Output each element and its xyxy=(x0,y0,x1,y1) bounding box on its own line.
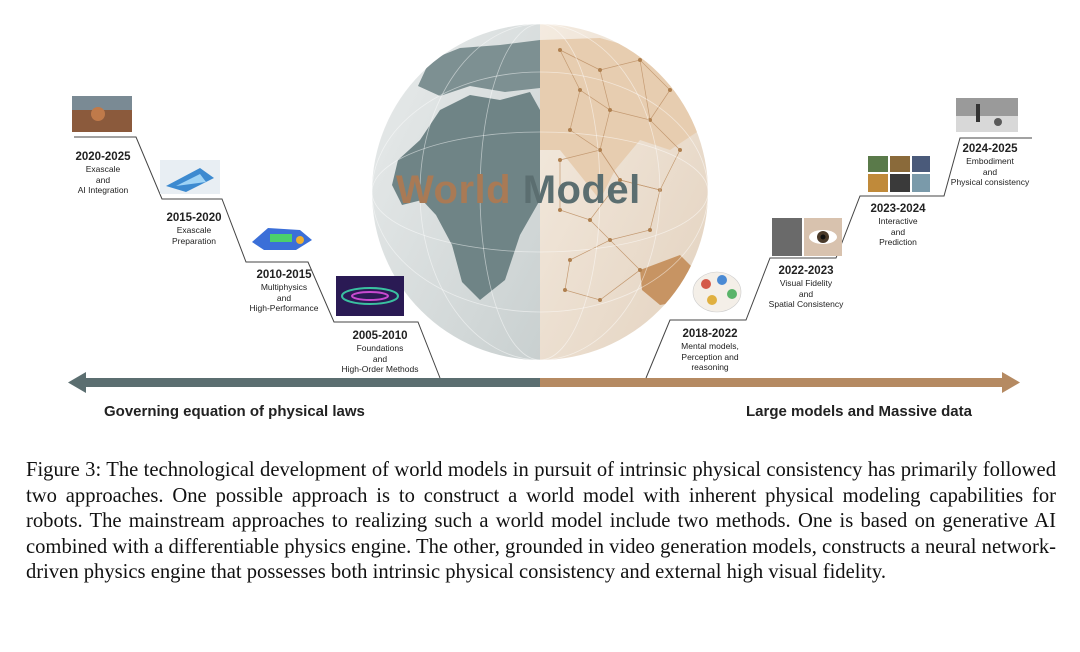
title-right-word: Model xyxy=(522,168,641,212)
thumb-photo-grid xyxy=(868,156,930,192)
stage-desc: Multiphysics and High-Performance xyxy=(249,282,319,313)
stage-2022-2023: 2022-2023 Visual Fidelity and Spatial Co… xyxy=(756,264,856,310)
thumb-robot-arm xyxy=(72,96,132,132)
thumb-robot-workspace xyxy=(956,98,1018,132)
stage-year: 2020-2025 xyxy=(75,151,131,163)
stage-desc: Exascale Preparation xyxy=(172,225,216,246)
meridians xyxy=(372,24,708,360)
stage-2024-2025: 2024-2025 Embodiment and Physical consis… xyxy=(938,142,1042,188)
stage-2018-2022: 2018-2022 Mental models, Perception and … xyxy=(665,327,755,373)
stage-2020-2025: 2020-2025 Exascale and AI Integration xyxy=(58,150,148,196)
thumb-field-plot xyxy=(336,276,404,316)
thumb-eye-closeup xyxy=(772,218,842,256)
stage-2015-2020: 2015-2020 Exascale Preparation xyxy=(148,211,240,246)
stage-2023-2024: 2023-2024 Interactive and Prediction xyxy=(856,202,940,248)
thumb-simulation-car xyxy=(160,160,220,194)
stage-desc: Interactive and Prediction xyxy=(878,216,918,247)
stage-year: 2005-2010 xyxy=(352,330,408,342)
thumb-mental-model xyxy=(692,271,742,313)
arrow-left-shaft xyxy=(82,378,540,387)
stage-year: 2018-2022 xyxy=(682,328,738,340)
stage-desc: Foundations and High-Order Methods xyxy=(341,343,419,374)
network-nodes xyxy=(558,48,682,302)
diagram-graphics xyxy=(68,24,1032,393)
arrow-right-head xyxy=(1002,372,1020,393)
right-staircase xyxy=(645,137,1032,379)
stage-desc: Visual Fidelity and Spatial Consistency xyxy=(768,278,844,309)
stage-desc: Embodiment and Physical consistency xyxy=(950,156,1030,187)
left-staircase xyxy=(74,136,441,379)
left-approach-label: Governing equation of physical laws xyxy=(104,403,365,420)
stage-year: 2010-2015 xyxy=(256,269,312,281)
figure-caption: Figure 3: The technological development … xyxy=(26,459,1056,584)
stage-desc: Exascale and AI Integration xyxy=(77,164,129,195)
stage-year: 2015-2020 xyxy=(166,212,222,224)
stage-year: 2022-2023 xyxy=(778,265,834,277)
arrow-left-head xyxy=(68,372,86,393)
asia-landmass xyxy=(540,38,700,200)
stage-2010-2015: 2010-2015 Multiphysics and High-Performa… xyxy=(234,268,334,314)
arrow-right-shaft xyxy=(540,378,1006,387)
timeline-arrow xyxy=(68,372,1020,393)
world-model-diagram: World Model 2020-2025 Exascale and AI In… xyxy=(58,24,1042,420)
right-approach-label: Large models and Massive data xyxy=(746,403,972,420)
title-left-word: World xyxy=(396,168,512,212)
africa-landmass xyxy=(392,92,540,300)
stage-desc: Mental models, Perception and reasoning xyxy=(681,341,739,372)
europe-landmass xyxy=(418,40,540,96)
thumb-multiphysics-part xyxy=(248,222,314,252)
stage-year: 2024-2025 xyxy=(962,143,1018,155)
stage-2005-2010: 2005-2010 Foundations and High-Order Met… xyxy=(330,329,430,375)
stage-year: 2023-2024 xyxy=(870,203,926,215)
diagram-title: World Model xyxy=(396,168,696,213)
